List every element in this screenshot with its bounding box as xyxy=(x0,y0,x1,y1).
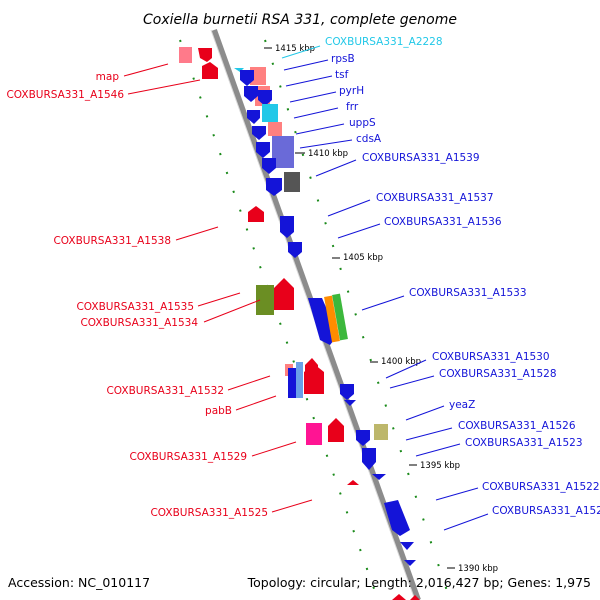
gene-a1539-box xyxy=(284,172,300,192)
map-title: Coxiella burnetii RSA 331, complete geno… xyxy=(143,12,457,28)
gene-tsf-arrow xyxy=(244,86,258,102)
gene-a1535-box xyxy=(256,285,274,315)
gene-bottom-arrow-2 xyxy=(410,595,420,600)
gene-label-a1525: COXBURSA331_A1525 xyxy=(150,507,268,519)
gene-pyrH-arrow xyxy=(258,90,272,106)
gene-label-a1546: COXBURSA331_A1546 xyxy=(6,89,124,101)
left-gene-labels: map COXBURSA331_A1546 COXBURSA331_A1538 … xyxy=(6,71,268,519)
gene-label-tsf: tsf xyxy=(335,69,349,81)
gene-label-a1526: COXBURSA331_A1526 xyxy=(458,420,576,432)
tick-label-1395: 1395 kbp xyxy=(420,461,460,471)
gene-a1529-arrow xyxy=(328,418,344,442)
gene-label-a1528: COXBURSA331_A1528 xyxy=(439,368,557,380)
gene-cdsA-arrow-2 xyxy=(262,158,276,174)
gene-a1533-green-bar xyxy=(332,293,348,341)
gene-a1523-arrow xyxy=(362,448,376,470)
gene-frr-arrow xyxy=(247,110,260,124)
tick-label-1400: 1400 kbp xyxy=(381,357,421,367)
gene-label-a1537: COXBURSA331_A1537 xyxy=(376,192,494,204)
scale-ticks: 1415 kbp 1410 kbp 1405 kbp 1400 kbp 1395… xyxy=(264,44,498,574)
forward-strand-genes xyxy=(179,47,420,600)
gene-label-yeaZ: yeaZ xyxy=(449,399,475,411)
gene-a1522-arrow xyxy=(384,500,410,536)
gene-a1525-arrow xyxy=(347,480,359,485)
gene-a1533-orange-bar xyxy=(324,295,340,343)
gene-label-a1523: COXBURSA331_A1523 xyxy=(465,437,583,449)
gene-label-a1532: COXBURSA331_A1532 xyxy=(106,385,224,397)
accession-text: Accession: NC_010117 xyxy=(8,575,150,590)
gene-label-a1533: COXBURSA331_A1533 xyxy=(409,287,527,299)
gene-label-a1538: COXBURSA331_A1538 xyxy=(53,235,171,247)
tick-label-1415: 1415 kbp xyxy=(275,44,315,54)
gene-rpsB-arrow xyxy=(240,70,254,86)
gene-label-a1535: COXBURSA331_A1535 xyxy=(76,301,194,313)
gene-a1538-arrow xyxy=(248,206,264,222)
gene-a1521-arrow xyxy=(400,542,414,550)
gene-label-a1536: COXBURSA331_A1536 xyxy=(384,216,502,228)
gene-label-a1539: COXBURSA331_A1539 xyxy=(362,152,480,164)
gene-a1526-arrow xyxy=(356,430,370,446)
gene-cdsA-box xyxy=(272,136,294,168)
gene-a1536-arrow xyxy=(280,216,294,238)
gene-a1530-arrow xyxy=(340,384,354,400)
gene-cdsA-arrow xyxy=(256,142,270,158)
tick-label-1405: 1405 kbp xyxy=(343,253,383,263)
gene-uppS-arrow xyxy=(252,126,266,140)
gene-a1532-cyan-bar xyxy=(296,362,303,398)
right-gene-labels: COXBURSA331_A2228 rpsB tsf pyrH frr uppS… xyxy=(325,36,600,517)
gene-a1546-arrow xyxy=(202,62,218,79)
gene-label-map: map xyxy=(96,71,120,83)
gene-a1528-arrow xyxy=(344,400,356,406)
gene-a1537-arrow xyxy=(266,178,282,196)
gene-label-a1534: COXBURSA331_A1534 xyxy=(80,317,198,329)
gene-label-pabB: pabB xyxy=(205,405,232,417)
right-leader-lines xyxy=(281,45,489,531)
gene-label-a1522: COXBURSA331_A1522 xyxy=(482,481,600,493)
gene-label-pyrH: pyrH xyxy=(339,85,364,97)
gene-a1523-arrow-2 xyxy=(372,474,386,480)
gene-a1534-arrow xyxy=(274,278,294,310)
gene-label-a2228: COXBURSA331_A2228 xyxy=(325,36,443,48)
gene-map-box xyxy=(179,47,192,63)
gene-frr-box xyxy=(262,104,278,122)
left-leader-lines xyxy=(123,63,313,513)
topology-text: Topology: circular; Length: 2,016,427 bp… xyxy=(247,575,591,590)
gene-a1521-arrow-2 xyxy=(404,560,416,566)
gene-a1536-arrow-2 xyxy=(288,242,302,258)
reverse-strand-genes xyxy=(234,67,416,566)
gene-label-a1521: COXBURSA331_A1521 xyxy=(492,505,600,517)
tick-label-1410: 1410 kbp xyxy=(308,149,348,159)
gene-a1532-blue-bar xyxy=(288,368,296,398)
gene-bottom-arrow xyxy=(392,594,406,600)
gene-label-rpsB: rpsB xyxy=(331,53,355,65)
gene-label-uppS: uppS xyxy=(349,117,376,129)
gene-a1529-box xyxy=(306,423,322,445)
gene-yeaZ-box xyxy=(374,424,388,440)
tick-label-1390: 1390 kbp xyxy=(458,564,498,574)
gene-a2228-arrow xyxy=(234,68,244,72)
gene-uppS-box xyxy=(268,122,282,136)
gene-label-cdsA: cdsA xyxy=(356,133,382,145)
gene-map-arrow xyxy=(198,48,212,62)
gene-pabB-main-arrow xyxy=(304,364,324,394)
gene-label-a1529: COXBURSA331_A1529 xyxy=(129,451,247,463)
gene-label-frr: frr xyxy=(346,101,359,113)
gene-label-a1530: COXBURSA331_A1530 xyxy=(432,351,550,363)
